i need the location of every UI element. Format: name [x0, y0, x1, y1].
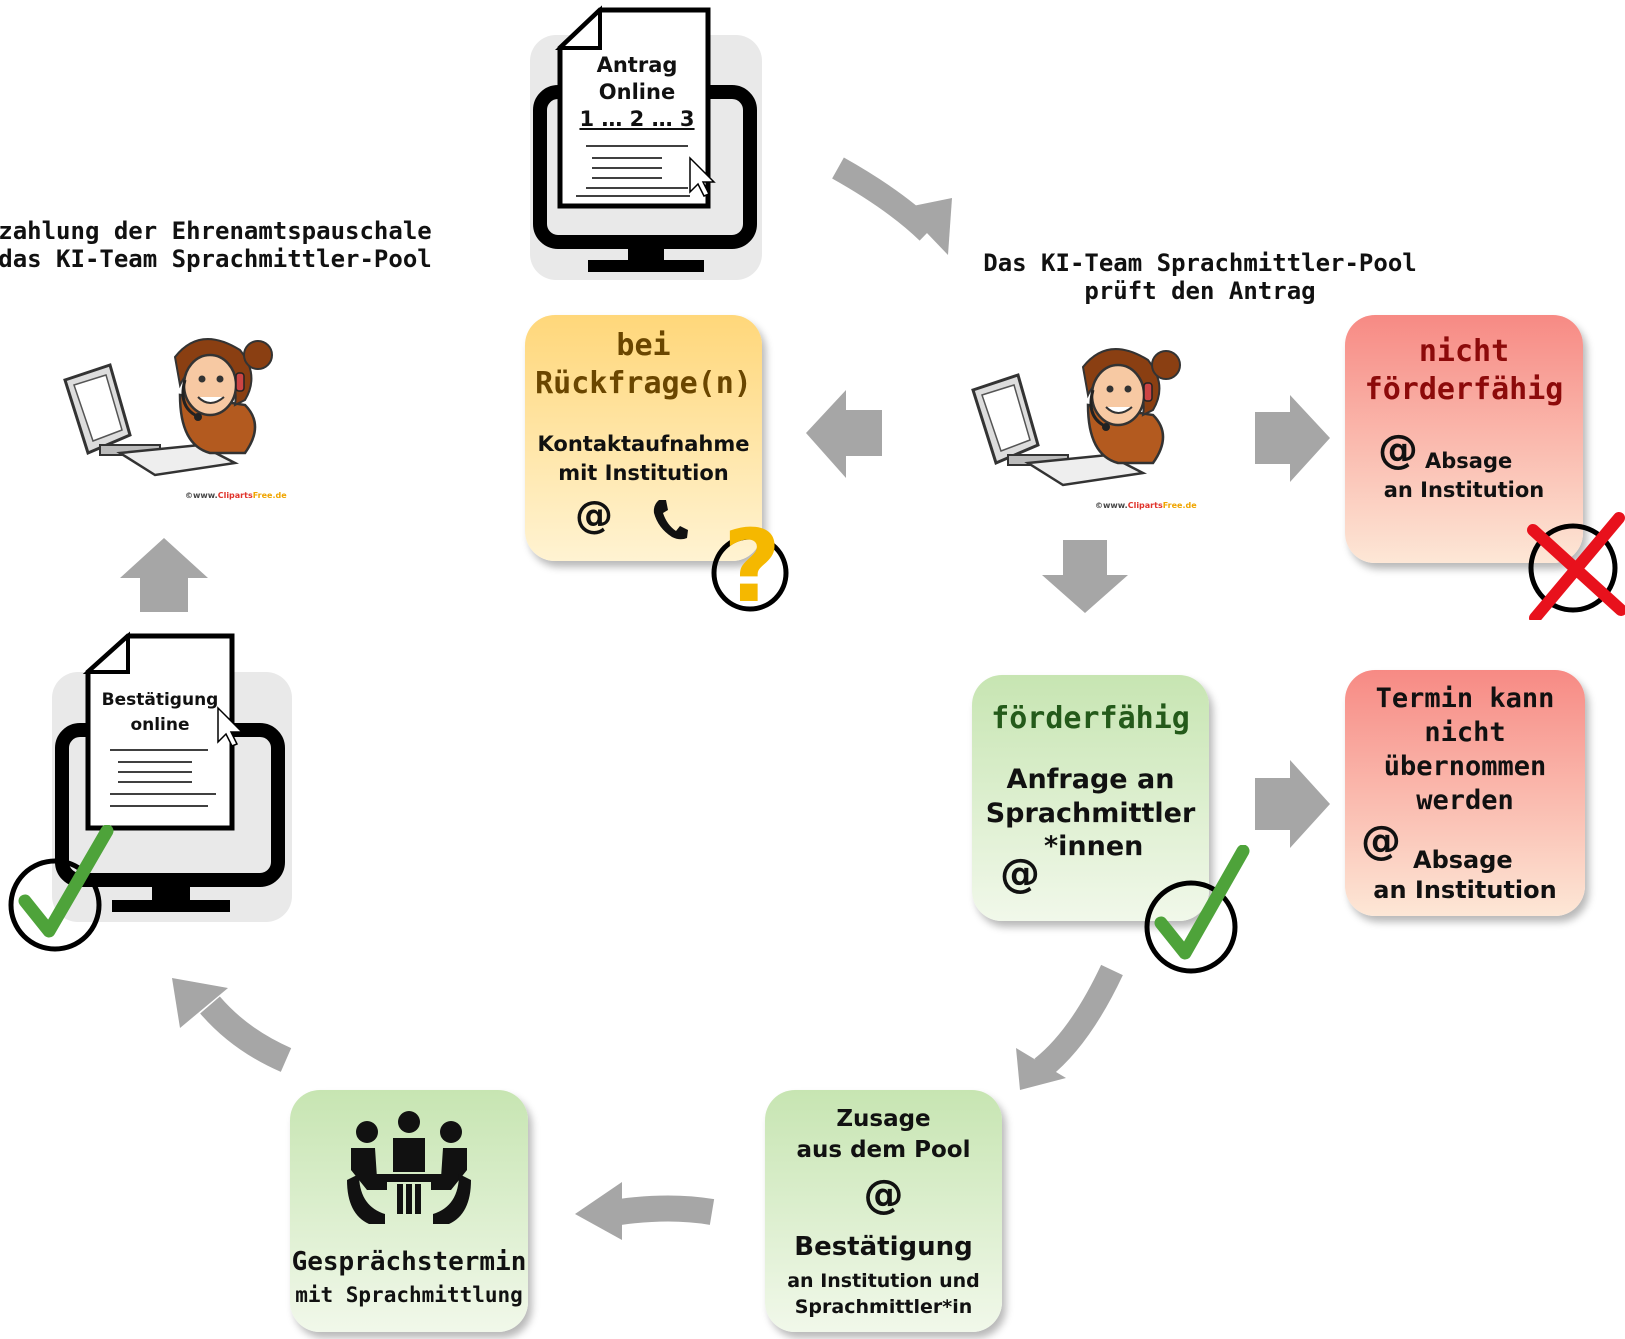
no-appointment-line4: werden — [1416, 785, 1514, 816]
no-appointment-box: Termin kann nicht übernommen werden @ Ab… — [1345, 670, 1585, 916]
eligible-text-line3: *innen — [1044, 831, 1144, 862]
no-appointment-text-line1: Absage — [1413, 846, 1513, 874]
cross-icon — [1527, 512, 1625, 620]
meeting-line2: mit Sprachmittlung — [295, 1283, 523, 1307]
application-line2: Online — [598, 80, 676, 104]
check-heading-line2: prüft den Antrag — [1084, 276, 1316, 305]
no-appointment-line2: nicht — [1424, 717, 1506, 748]
no-appointment-line3: übernommen — [1383, 751, 1547, 782]
application-line1: Antrag — [596, 53, 678, 77]
pool-confirmation-line1: Zusage — [836, 1106, 931, 1132]
no-appointment-line1: Termin kann — [1375, 683, 1555, 714]
document-icon — [554, 5, 711, 209]
arrow-right-to-no-appointment — [1255, 760, 1330, 848]
check-icon — [8, 825, 114, 952]
arrow-curve-to-check — [832, 157, 952, 255]
check-heading-line1: Das KI-Team Sprachmittler-Pool — [983, 249, 1417, 277]
eligible-title: förderfähig — [991, 701, 1190, 736]
not-eligible-title-line1: nicht — [1418, 334, 1510, 369]
arrow-curve-to-confirmation — [172, 978, 292, 1072]
payment-heading-line2: das KI-Team Sprachmittler-Pool — [0, 244, 432, 273]
cursor-icon — [217, 706, 244, 747]
email-at-icon: @ — [1378, 427, 1418, 473]
not-eligible-title: nicht förderfähig — [1345, 333, 1583, 409]
meeting-text: Gesprächstermin mit Sprachmittlung — [290, 1246, 528, 1312]
pool-confirmation-line2: aus dem Pool — [796, 1137, 971, 1163]
agent-computer-icon — [971, 348, 1181, 487]
cursor-icon — [689, 156, 716, 197]
inquiry-text: Kontaktaufnahme mit Institution — [525, 430, 762, 488]
application-line3: 1 … 2 … 3 — [579, 107, 695, 131]
eligible-text: Anfrage an Sprachmittler — [972, 763, 1209, 831]
payment-heading: zahlung der Ehrenamtspauschale das KI-Te… — [0, 217, 440, 273]
confirmation-line2: online — [130, 715, 190, 735]
not-eligible-box: nicht förderfähig @ Absage an Institutio… — [1345, 315, 1583, 563]
arrow-curve-to-pool — [1016, 964, 1123, 1090]
inquiry-box: bei Rückfrage(n) Kontaktaufnahme mit Ins… — [525, 315, 762, 561]
arrow-down-to-eligible — [1042, 540, 1128, 613]
clipart-copyright: ©www.ClipartsFree.de — [1095, 501, 1197, 510]
inquiry-title-line1: bei — [616, 328, 671, 363]
confirmation-line1: Bestätigung — [101, 690, 219, 710]
no-appointment-heading: Termin kann nicht übernommen werden — [1345, 682, 1585, 818]
arrow-curve-to-meeting — [575, 1182, 715, 1240]
pool-confirmation-title: Bestätigung — [794, 1232, 973, 1262]
not-eligible-text-line1: Absage — [1425, 449, 1513, 473]
pool-confirmation-text-line1: an Institution und — [787, 1270, 980, 1292]
payment-heading-line1: zahlung der Ehrenamtspauschale — [0, 217, 432, 245]
inquiry-text-line2: mit Institution — [558, 461, 729, 485]
eligible-box: förderfähig Anfrage an Sprachmittler *in… — [972, 675, 1209, 921]
application-doc-text: Antrag Online 1 … 2 … 3 — [578, 52, 696, 133]
arrow-left-to-inquiry — [806, 390, 882, 478]
meeting-line1: Gesprächstermin — [291, 1247, 527, 1277]
inquiry-text-line1: Kontaktaufnahme — [537, 432, 750, 456]
question-icon: ? — [711, 508, 789, 615]
inquiry-title: bei Rückfrage(n) — [525, 327, 762, 403]
email-at-icon: @ — [1361, 818, 1401, 864]
email-at-icon: @ — [575, 493, 613, 537]
eligible-text-line1: Anfrage an — [1006, 764, 1175, 795]
pool-confirmation-text: an Institution und Sprachmittler*in — [765, 1268, 1002, 1320]
document-icon — [82, 631, 235, 831]
email-at-icon: @ — [863, 1172, 904, 1218]
pool-confirmation-text-line2: Sprachmittler*in — [794, 1296, 973, 1318]
confirmation-doc-text: Bestätigung online — [98, 688, 222, 738]
arrow-right-to-not-eligible — [1255, 395, 1330, 482]
pool-confirmation-heading: Zusage aus dem Pool — [765, 1104, 1002, 1166]
email-at-icon: @ — [1000, 851, 1040, 897]
check-heading: Das KI-Team Sprachmittler-Pool prüft den… — [960, 249, 1440, 305]
meeting-people-icon — [345, 1110, 473, 1234]
phone-icon — [650, 497, 690, 545]
clipart-copyright: ©www.ClipartsFree.de — [185, 491, 287, 500]
svg-text:?: ? — [723, 508, 781, 615]
pool-confirmation-box: Zusage aus dem Pool @ Bestätigung an Ins… — [765, 1090, 1002, 1332]
not-eligible-title-line2: förderfähig — [1364, 372, 1564, 407]
agent-computer-icon — [63, 338, 273, 477]
eligible-text-line2: Sprachmittler — [985, 798, 1196, 829]
check-icon — [1144, 845, 1250, 974]
meeting-box: Gesprächstermin mit Sprachmittlung — [290, 1090, 528, 1332]
not-eligible-text-line2: an Institution — [1383, 478, 1545, 502]
no-appointment-text-line2: an Institution — [1373, 876, 1557, 904]
inquiry-title-line2: Rückfrage(n) — [535, 366, 752, 401]
arrow-up-to-payment — [120, 538, 208, 612]
